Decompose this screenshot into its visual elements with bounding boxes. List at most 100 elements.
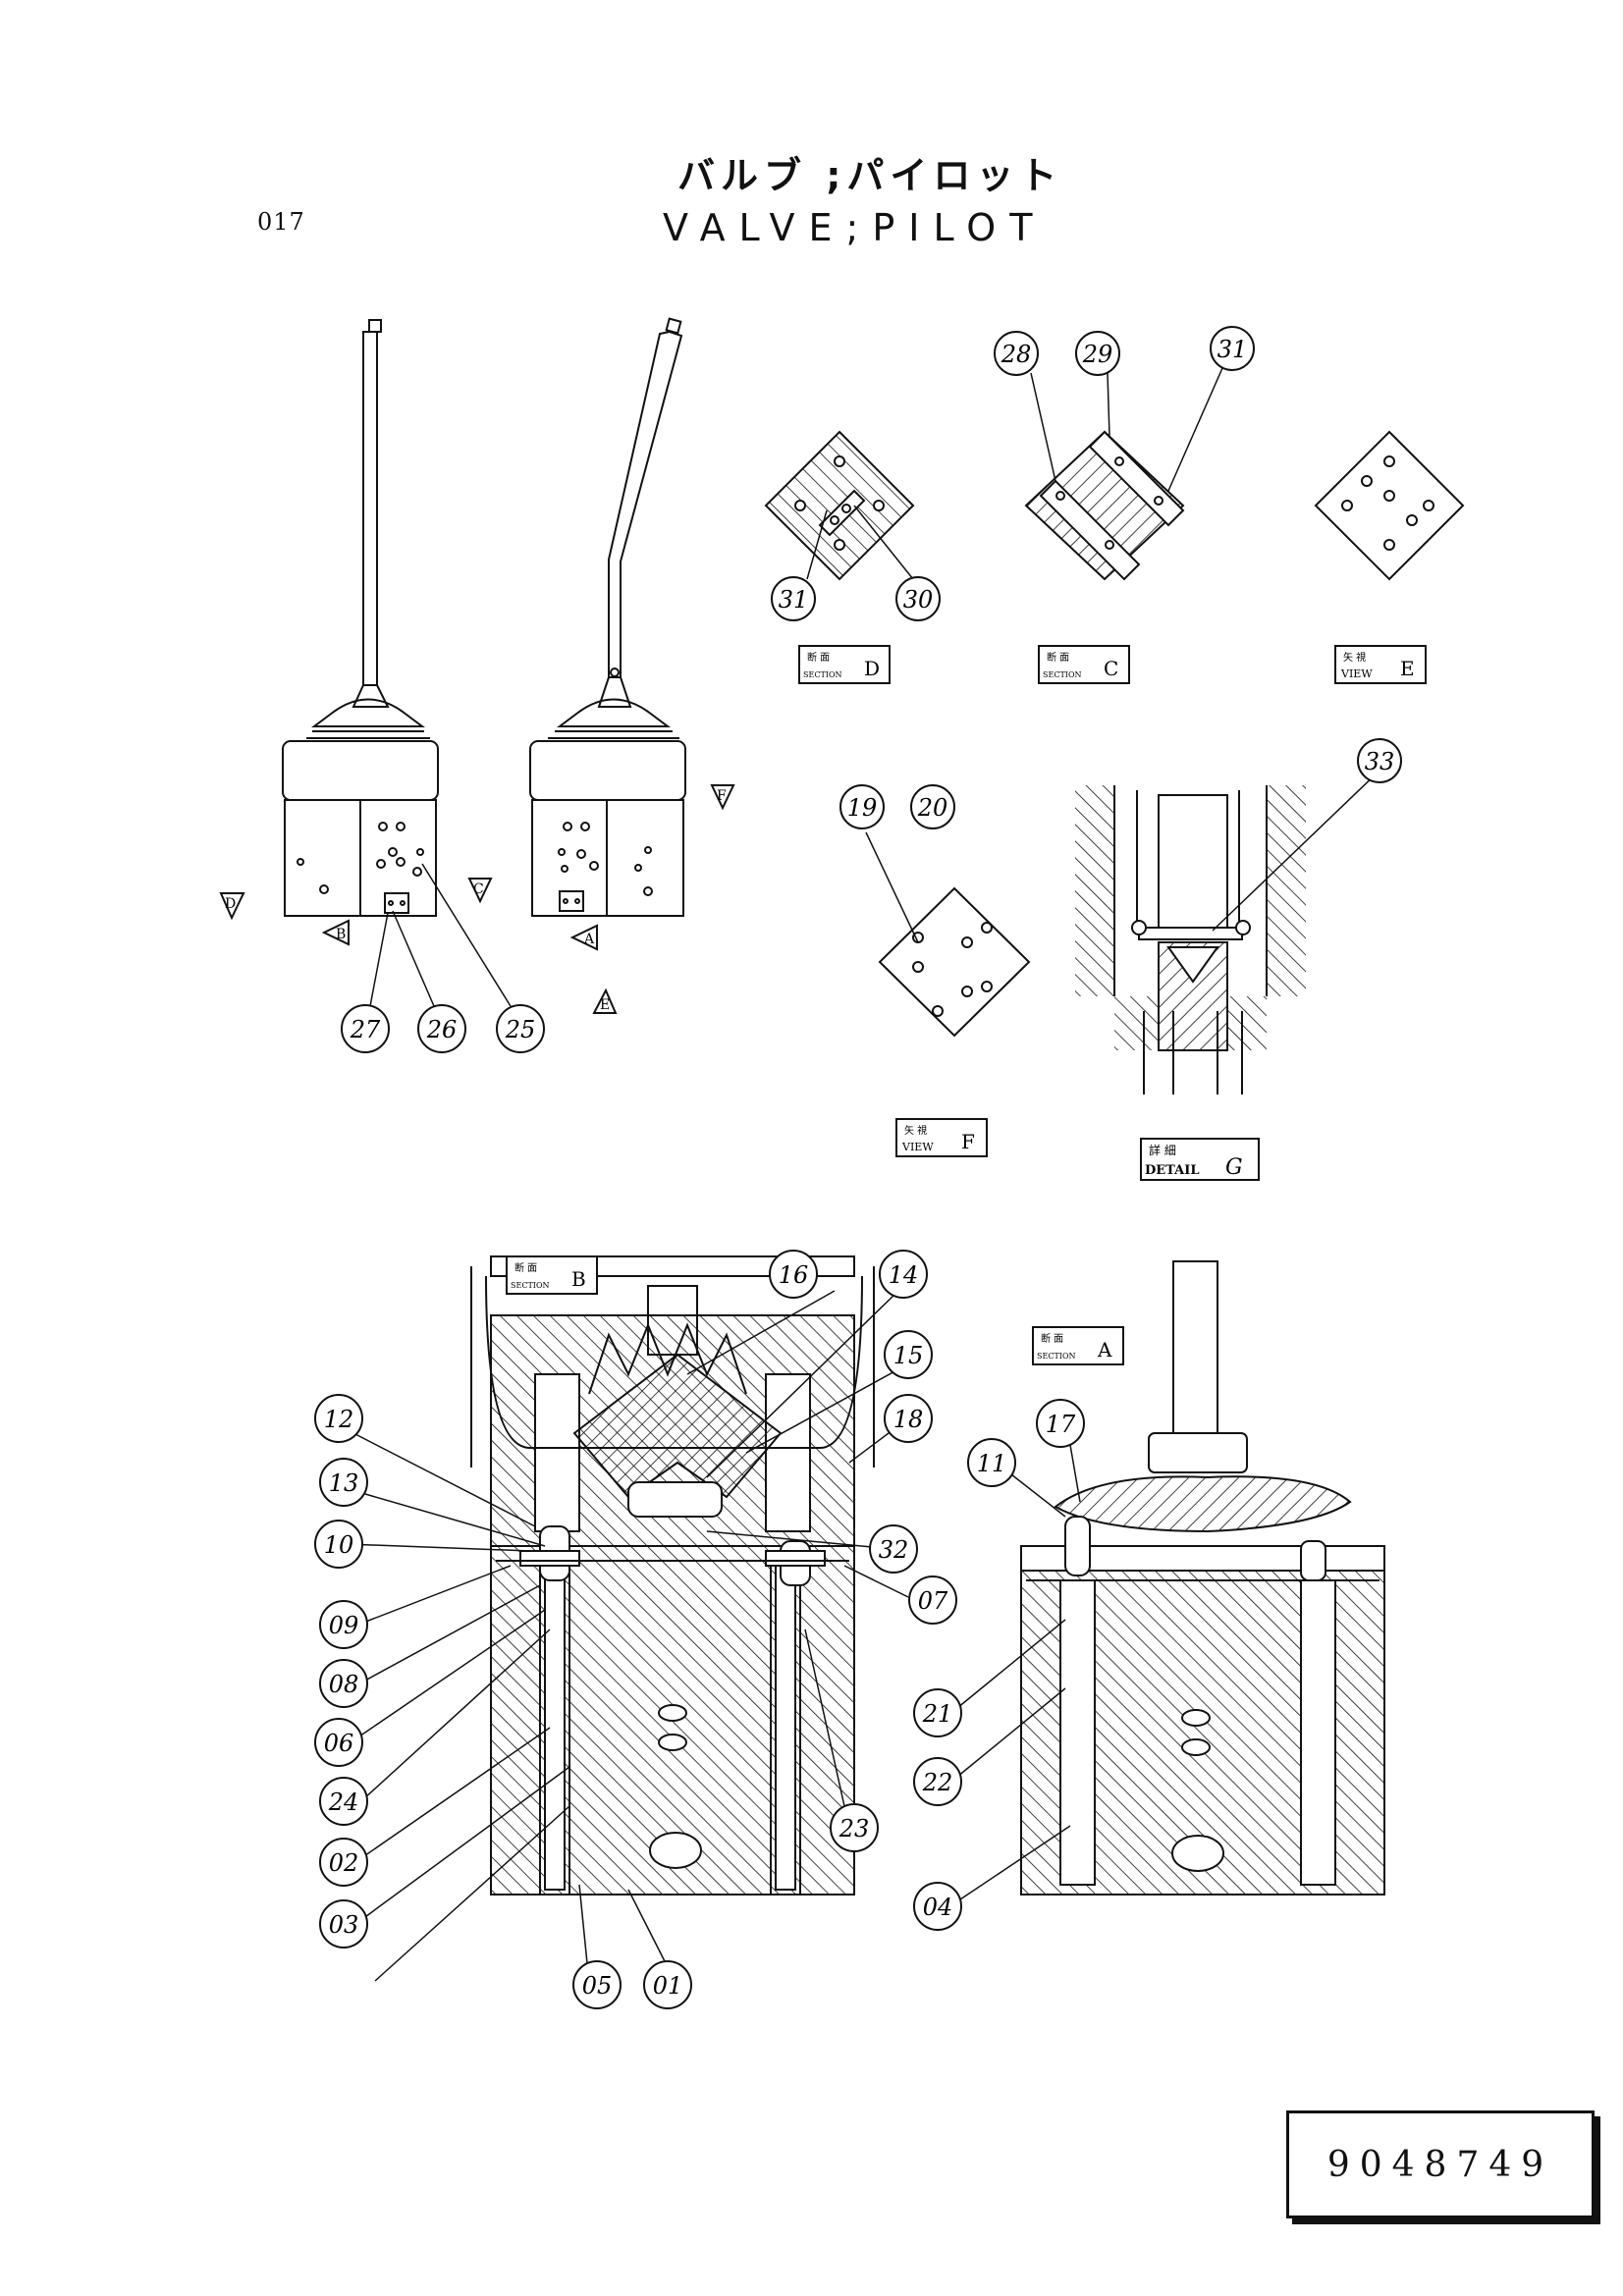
svg-text:22: 22	[922, 1769, 953, 1796]
svg-text:01: 01	[653, 1972, 683, 2000]
svg-text:32: 32	[879, 1536, 909, 1564]
svg-text:33: 33	[1365, 748, 1395, 775]
svg-text:断 面: 断 面	[1047, 651, 1069, 664]
svg-text:03: 03	[329, 1911, 359, 1939]
callout-16: 16	[769, 1250, 818, 1299]
label-section-a: 断 面 SECTION A	[1032, 1326, 1124, 1365]
callout-11: 11	[967, 1438, 1016, 1487]
view-arrow-e: E	[592, 988, 618, 1014]
title-english: VALVE;PILOT	[663, 206, 1047, 249]
view-e-drawing	[1314, 430, 1465, 581]
svg-text:VIEW: VIEW	[1340, 667, 1373, 680]
svg-text:21: 21	[922, 1700, 953, 1728]
callout-33: 33	[1357, 738, 1402, 783]
part-number: 9048749	[1326, 2144, 1554, 2185]
svg-text:A: A	[1097, 1338, 1112, 1362]
title-japanese: バルブ ;パイロット	[677, 154, 1063, 197]
part-number-box: 9048749	[1286, 2110, 1595, 2218]
label-view-e: 矢 視 VIEW E	[1334, 645, 1427, 684]
callout-32: 32	[869, 1524, 918, 1574]
view-arrow-b: B	[321, 919, 350, 946]
svg-text:C: C	[1104, 657, 1118, 680]
svg-text:C: C	[473, 881, 484, 897]
svg-text:29: 29	[1082, 341, 1113, 368]
svg-text:15: 15	[893, 1342, 924, 1369]
svg-text:08: 08	[329, 1671, 359, 1698]
svg-text:断 面: 断 面	[514, 1261, 537, 1274]
svg-text:18: 18	[893, 1406, 924, 1433]
callout-22: 22	[913, 1757, 962, 1806]
callout-03: 03	[319, 1899, 368, 1949]
svg-text:23: 23	[839, 1815, 870, 1842]
callout-04: 04	[913, 1882, 962, 1931]
callout-15: 15	[884, 1330, 933, 1379]
svg-text:12: 12	[324, 1406, 354, 1433]
svg-text:SECTION: SECTION	[803, 670, 842, 679]
callout-02: 02	[319, 1838, 368, 1887]
svg-text:05: 05	[582, 1972, 613, 2000]
svg-text:G: G	[1225, 1155, 1243, 1180]
section-c-drawing	[1024, 430, 1185, 581]
svg-text:F: F	[961, 1130, 975, 1153]
callout-09: 09	[319, 1600, 368, 1649]
label-view-f: 矢 視 VIEW F	[895, 1118, 988, 1157]
callout-07: 07	[908, 1575, 957, 1625]
callout-05: 05	[572, 1960, 622, 2009]
svg-text:30: 30	[903, 586, 934, 614]
view-arrow-d: D	[219, 892, 245, 921]
svg-text:16: 16	[779, 1261, 809, 1289]
svg-text:詳 細: 詳 細	[1149, 1143, 1176, 1157]
svg-text:断 面: 断 面	[1041, 1332, 1063, 1345]
svg-text:D: D	[864, 657, 880, 680]
svg-text:06: 06	[324, 1730, 354, 1757]
svg-text:19: 19	[847, 794, 878, 822]
callout-31-top: 31	[1210, 326, 1255, 371]
svg-text:DETAIL: DETAIL	[1145, 1163, 1199, 1178]
svg-text:SECTION: SECTION	[1037, 1352, 1076, 1361]
svg-text:矢 視: 矢 視	[1343, 651, 1366, 664]
callout-08: 08	[319, 1659, 368, 1708]
callout-21: 21	[913, 1688, 962, 1737]
label-section-d: 断 面 SECTION D	[798, 645, 891, 684]
joystick-right	[529, 317, 686, 917]
view-f-drawing	[878, 886, 1031, 1038]
svg-text:31: 31	[1217, 336, 1248, 363]
section-b-drawing	[470, 1255, 875, 1896]
page-number: 017	[257, 208, 305, 236]
section-d-drawing	[764, 430, 915, 581]
svg-text:26: 26	[426, 1016, 458, 1043]
svg-text:D: D	[225, 896, 236, 912]
svg-text:F: F	[717, 788, 727, 804]
label-detail-g: 詳 細 DETAIL G	[1140, 1138, 1260, 1181]
callout-30: 30	[895, 576, 941, 621]
svg-text:VIEW: VIEW	[901, 1141, 934, 1153]
svg-text:14: 14	[889, 1261, 919, 1289]
svg-text:E: E	[600, 997, 610, 1013]
callout-29: 29	[1075, 331, 1120, 376]
svg-text:B: B	[571, 1267, 586, 1291]
svg-text:断 面: 断 面	[807, 651, 830, 664]
svg-text:04: 04	[923, 1894, 953, 1921]
svg-text:24: 24	[328, 1789, 359, 1816]
callout-26: 26	[417, 1004, 466, 1053]
svg-text:B: B	[336, 927, 346, 942]
svg-text:02: 02	[329, 1849, 359, 1877]
svg-text:A: A	[583, 932, 595, 947]
svg-text:SECTION: SECTION	[511, 1281, 550, 1290]
callout-13: 13	[319, 1458, 368, 1507]
svg-text:E: E	[1400, 657, 1415, 680]
svg-text:31: 31	[779, 586, 809, 614]
callout-24: 24	[319, 1777, 368, 1826]
callout-10: 10	[314, 1520, 363, 1569]
svg-text:27: 27	[350, 1016, 381, 1043]
leader-lines	[346, 367, 1380, 1982]
svg-text:07: 07	[918, 1587, 948, 1615]
svg-text:10: 10	[324, 1531, 354, 1559]
svg-text:13: 13	[329, 1469, 359, 1497]
svg-text:SECTION: SECTION	[1043, 670, 1082, 679]
callout-01: 01	[643, 1960, 692, 2009]
svg-text:28: 28	[1001, 341, 1032, 368]
view-arrow-f: F	[710, 784, 735, 811]
